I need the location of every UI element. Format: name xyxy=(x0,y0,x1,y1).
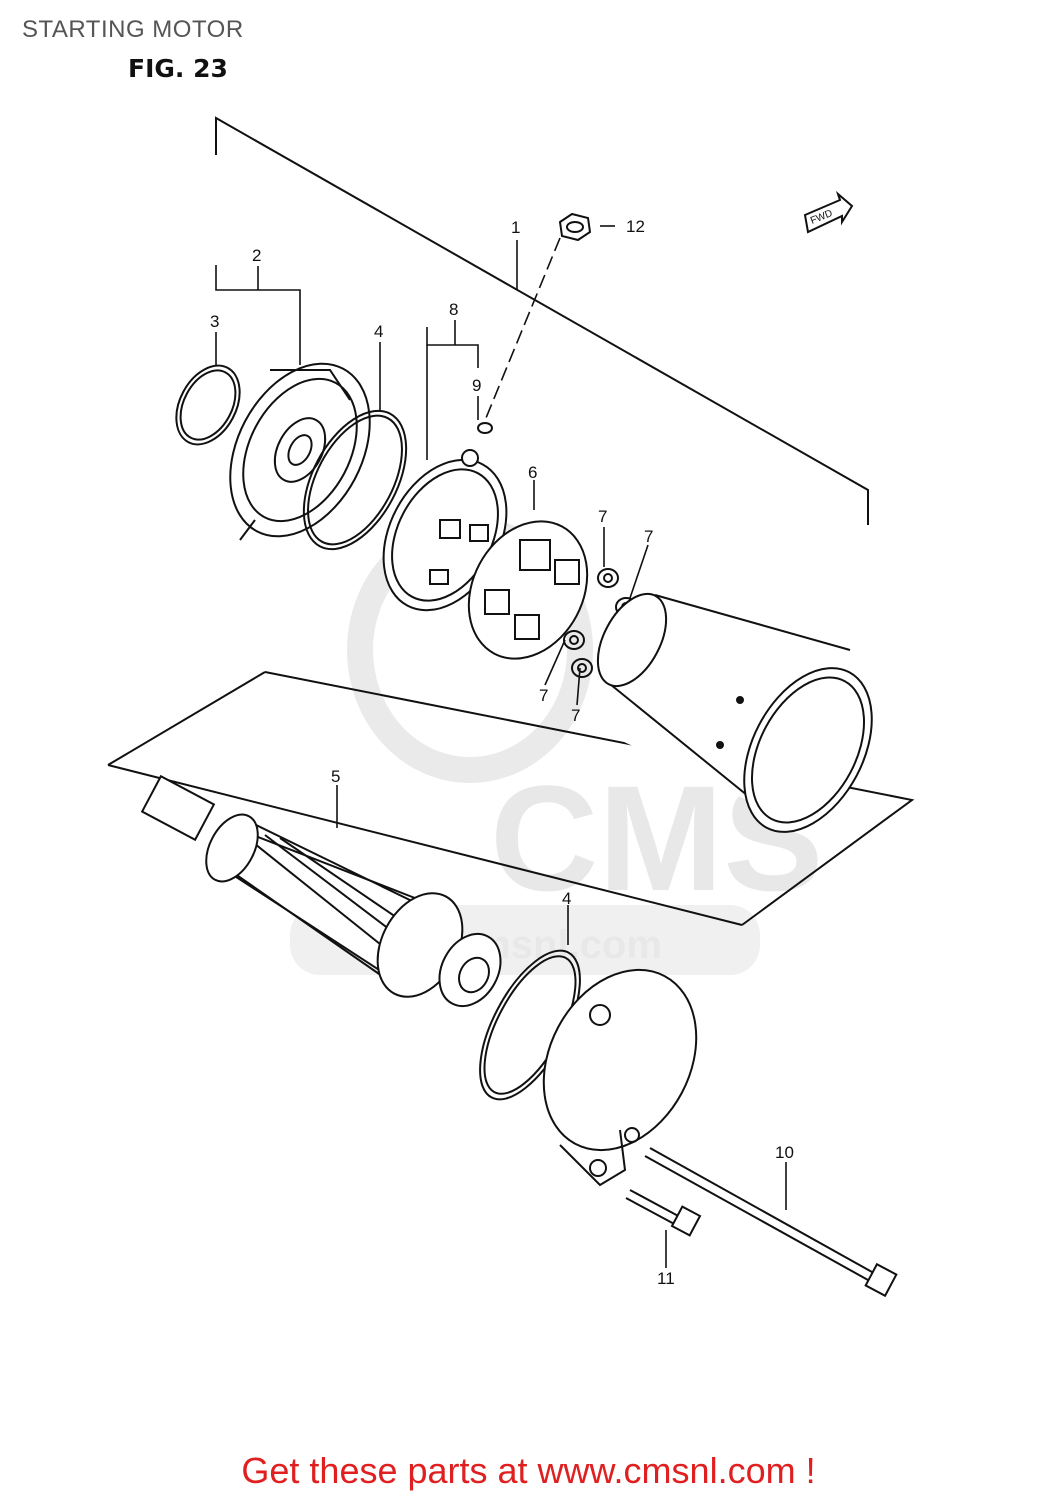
callout-1: 1 xyxy=(511,218,520,237)
callout-2: 2 xyxy=(252,246,261,265)
upper-bracket xyxy=(215,116,869,525)
callout-5: 5 xyxy=(331,767,340,786)
callout-9: 9 xyxy=(472,376,481,395)
callout-7-c: 7 xyxy=(539,686,548,705)
figure-number: FIG. 23 xyxy=(128,54,228,83)
callout-4-upper: 4 xyxy=(374,322,383,341)
callout-6: 6 xyxy=(528,463,537,482)
front-housing xyxy=(229,362,371,541)
callout-7-a: 7 xyxy=(598,507,607,526)
nut-12 xyxy=(558,212,592,242)
callout-12: 12 xyxy=(626,217,645,236)
rear-cover xyxy=(542,968,698,1187)
bolt-11 xyxy=(625,1189,702,1237)
brush-holder xyxy=(467,520,589,660)
callout-7-d: 7 xyxy=(571,706,580,725)
through-bolt-10 xyxy=(644,1147,898,1298)
page-title: STARTING MOTOR xyxy=(22,16,244,43)
o-ring-4-upper xyxy=(302,409,408,551)
motor-yoke xyxy=(596,590,873,833)
callout-8: 8 xyxy=(449,300,458,319)
callout-10: 10 xyxy=(775,1143,794,1162)
callout-7-b: 7 xyxy=(644,527,653,546)
callout-4-lower: 4 xyxy=(562,889,571,908)
lower-bracket xyxy=(107,671,915,926)
washer-9 xyxy=(477,422,493,434)
leader-lines xyxy=(215,225,787,1268)
callout-labels: 1 2 3 4 4 5 6 7 7 7 7 8 9 10 11 12 xyxy=(210,217,794,1288)
o-ring-3 xyxy=(175,364,241,446)
armature xyxy=(140,774,502,1008)
callout-3: 3 xyxy=(210,312,219,331)
fwd-arrow-badge xyxy=(803,190,854,234)
callout-11: 11 xyxy=(657,1269,675,1288)
get-parts-link[interactable]: Get these parts at www.cmsnl.com ! xyxy=(241,1450,816,1491)
